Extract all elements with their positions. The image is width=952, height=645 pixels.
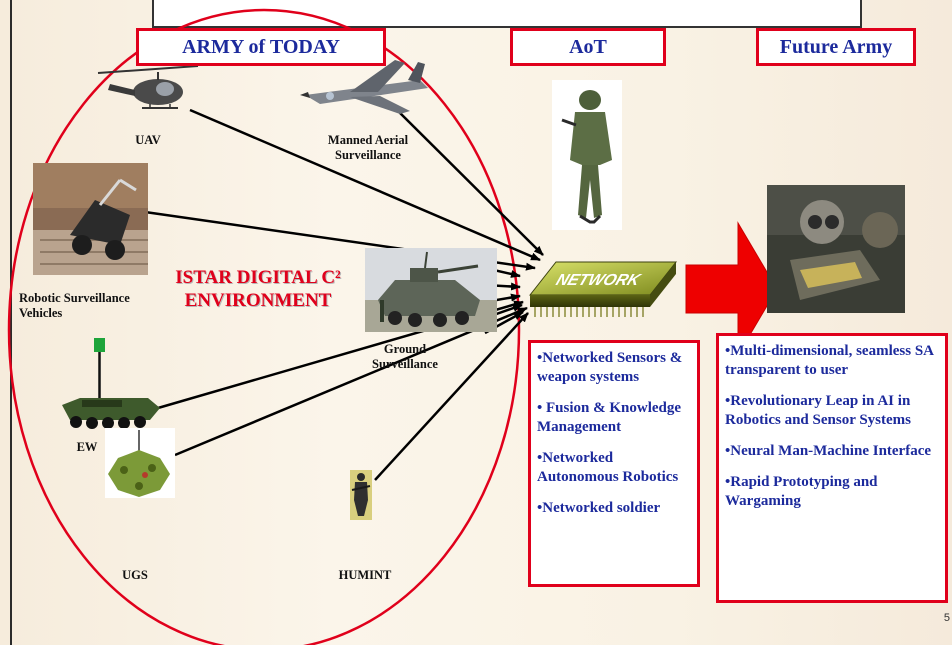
- title-box: [152, 0, 862, 28]
- army-today-ellipse: [7, 8, 521, 645]
- label-ugs: UGS: [122, 568, 148, 582]
- label-ew: EW: [76, 440, 98, 454]
- future-item: •Revolutionary Leap in AI in Robotics an…: [725, 393, 911, 428]
- left-rule: [10, 0, 12, 645]
- header-future-army: Future Army: [756, 28, 916, 66]
- aot-item: •Networked Sensors & weapon systems: [537, 350, 683, 385]
- ugs-sensor-icon: [105, 428, 175, 498]
- arrow-uav: [189, 108, 541, 262]
- future-item: •Rapid Prototyping and Wargaming: [725, 474, 878, 509]
- label-uav: UAV: [135, 133, 161, 147]
- robotic-vehicle-photo: [33, 163, 148, 275]
- header-aot: AoT: [510, 28, 666, 66]
- network-chip-label: NETWORK: [554, 270, 644, 288]
- future-item: •Multi-dimensional, seamless SA transpar…: [725, 343, 934, 378]
- humint-soldier-icon: [350, 470, 372, 520]
- arrow-humint: [374, 312, 529, 481]
- manned-aerial-jet-icon: [300, 60, 428, 114]
- ew-vehicle-icon: [62, 338, 160, 429]
- label-humint: HUMINT: [338, 568, 392, 582]
- future-capabilities-panel: •Multi-dimensional, seamless SA transpar…: [716, 333, 948, 603]
- ground-lav-photo: [365, 248, 497, 332]
- istar-line1: ISTAR DIGITAL C²: [175, 267, 341, 288]
- aot-item: • Fusion & Knowledge Management: [537, 400, 682, 435]
- label-ground: Ground Surveillance: [372, 342, 438, 371]
- aot-soldier-photo: [552, 80, 622, 230]
- aot-capabilities-panel: •Networked Sensors & weapon systems • Fu…: [528, 340, 700, 587]
- label-robotic: Robotic Surveillance Vehicles: [19, 291, 130, 320]
- network-chip-icon: NETWORK: [528, 261, 678, 317]
- aot-item: •Networked Autonomous Robotics: [537, 450, 679, 485]
- aot-item: •Networked soldier: [537, 500, 661, 516]
- label-manned-aerial: Manned Aerial Surveillance: [327, 133, 409, 162]
- istar-line2: ENVIRONMENT: [184, 290, 332, 311]
- future-arrow-icon: [685, 221, 778, 357]
- page-number: 5: [943, 612, 950, 624]
- future-soldier-photo: [767, 185, 905, 313]
- header-army-today: ARMY of TODAY: [136, 28, 386, 66]
- arrow-manned: [394, 107, 544, 256]
- future-item: •Neural Man-Machine Interface: [725, 443, 932, 459]
- arrow-ugs: [174, 306, 528, 457]
- uav-helicopter-icon: [97, 65, 199, 109]
- istar-label: ISTAR DIGITAL C² ENVIRONMENT: [148, 266, 368, 312]
